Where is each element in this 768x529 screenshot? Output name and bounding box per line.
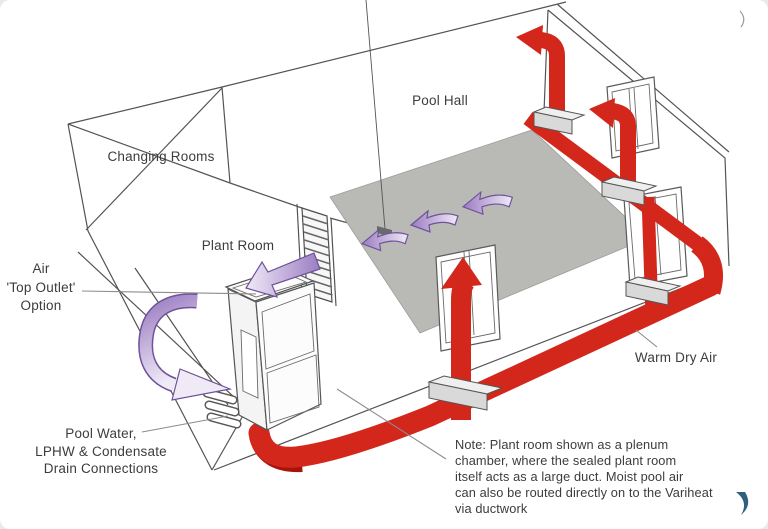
leader-lines — [81, 290, 658, 460]
drain-line3: Drain Connections — [44, 461, 159, 476]
air-top-outlet-line3: Option — [21, 298, 62, 313]
duct-branch-front-arrowhead — [441, 257, 482, 289]
top-outlet-arrowhead — [171, 368, 233, 401]
drain-line2: LPHW & Condensate — [35, 444, 167, 459]
outer-wall-edges — [67, 1, 730, 471]
duct-main-run — [248, 275, 721, 468]
ceiling-drop-line — [365, 0, 386, 230]
warm-dry-air-label: Warm Dry Air — [635, 350, 717, 365]
sill-front — [601, 181, 645, 206]
moist-air-flow — [138, 191, 513, 401]
sill-front — [428, 381, 488, 411]
page-curl-top-right — [739, 10, 745, 28]
duct-branch-a — [535, 31, 565, 130]
air-top-outlet-line2: 'Top Outlet' — [6, 280, 75, 295]
top-outlet-leader — [81, 290, 257, 295]
note-line2: chamber, where the sealed plant room — [455, 453, 676, 468]
unit-side-box — [240, 329, 259, 399]
unit-upper-panel — [261, 293, 315, 370]
plant-room-label: Plant Room — [202, 238, 275, 253]
window-inner — [611, 83, 654, 152]
unit-lower-panel — [266, 354, 320, 424]
louver-air-arrow — [245, 252, 321, 298]
duct-branch-a-arrowhead — [516, 25, 543, 55]
duct-branch-b-arrowhead — [589, 98, 615, 128]
note-line5: via ductwork — [455, 501, 528, 516]
warm-dry-air-leader — [635, 329, 658, 348]
labels: Changing Rooms Pool Hall Plant Room Air … — [6, 93, 717, 516]
air-top-outlet-line1: Air — [32, 261, 49, 276]
top-outlet-duct — [139, 294, 198, 391]
changing-rooms-label: Changing Rooms — [107, 149, 214, 164]
note-line3: itself acts as a large duct. Moist pool … — [455, 469, 684, 484]
drain-line1: Pool Water, — [65, 426, 136, 441]
window-inner — [628, 193, 682, 280]
drain-connections-label: Pool Water, LPHW & Condensate Drain Conn… — [35, 426, 167, 476]
sill-front — [533, 111, 573, 135]
air-top-outlet-label: Air 'Top Outlet' Option — [6, 261, 75, 313]
drain-leader — [141, 415, 229, 433]
duct-sills — [427, 106, 682, 411]
note-text: Note: Plant room shown as a plenum chamb… — [455, 437, 713, 516]
pool-hall-label: Pool Hall — [412, 93, 468, 108]
note-leader — [336, 388, 447, 460]
duct-branch-b — [607, 102, 636, 190]
unit-right-face — [255, 282, 322, 431]
sill-front — [625, 281, 669, 306]
window-inner — [440, 251, 496, 344]
note-line1: Note: Plant room shown as a plenum — [455, 437, 668, 452]
note-line4: can also be routed directly on to the Va… — [455, 485, 713, 500]
page-curl-bottom-right — [736, 492, 749, 515]
